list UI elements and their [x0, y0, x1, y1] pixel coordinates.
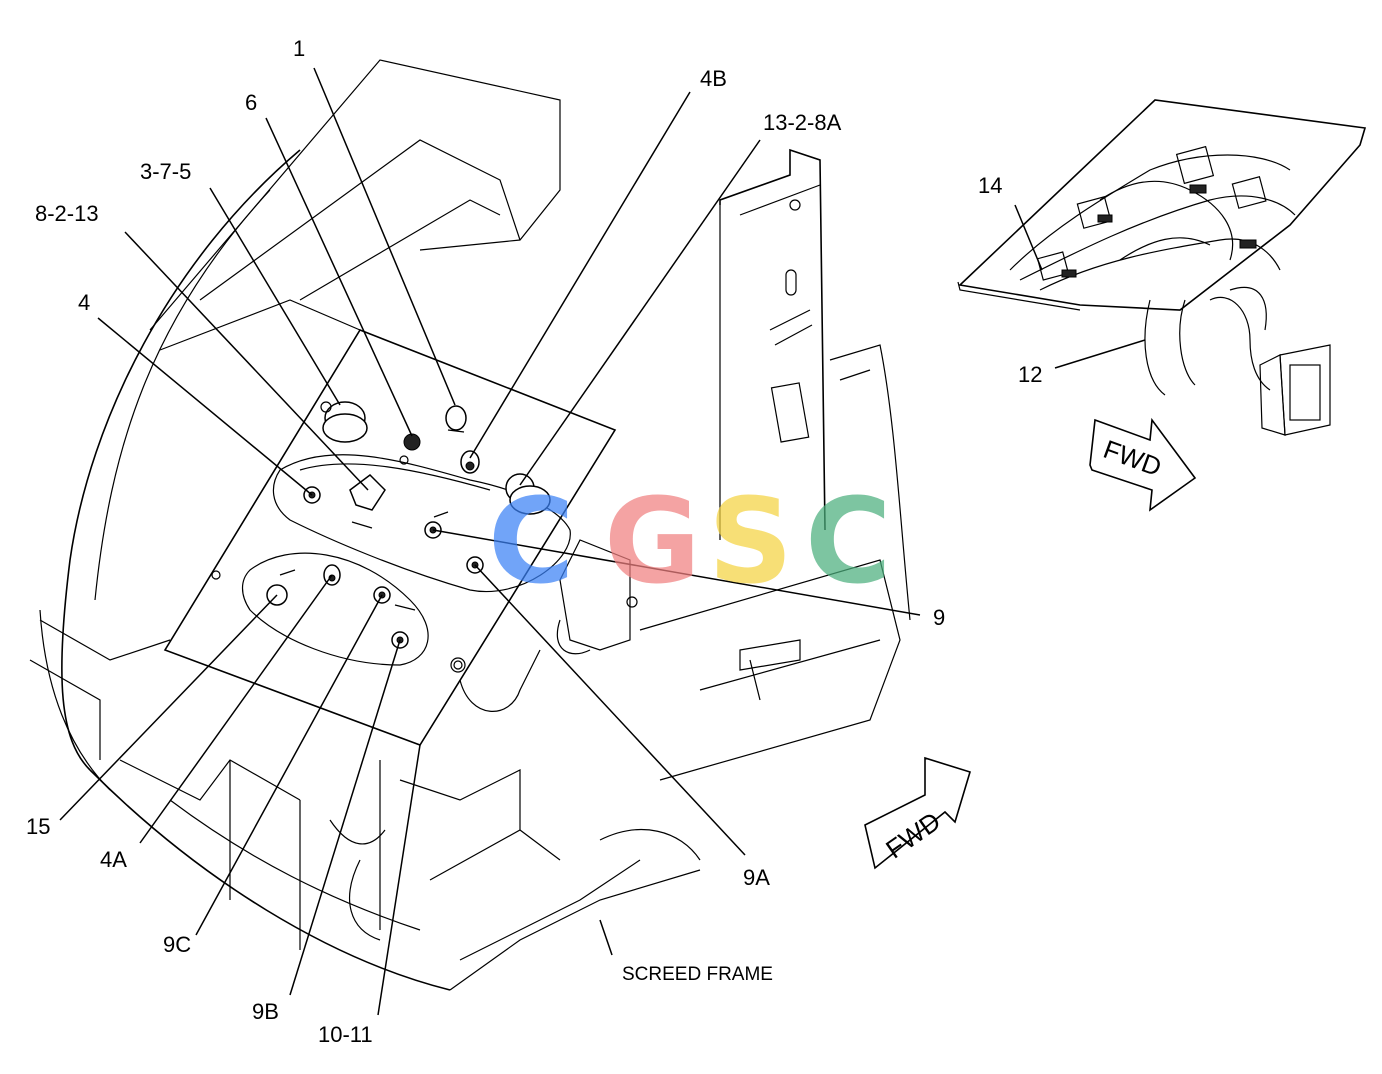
watermark-letter-1: C — [488, 472, 575, 610]
callout-4a: 4A — [100, 847, 127, 872]
fwd-arrow-inset: FWD — [1089, 417, 1197, 512]
callout-9c: 9C — [163, 932, 191, 957]
watermark-logo: C G S C — [488, 472, 892, 610]
leader-lines — [59, 67, 921, 1016]
screed-frame-label: SCREED FRAME — [622, 964, 773, 985]
rotary-8-2-13 — [349, 474, 386, 511]
watermark-letter-4: C — [805, 472, 892, 610]
watermark-letter-2: G — [604, 472, 701, 610]
callout-1: 1 — [293, 36, 305, 61]
knob-6 — [403, 433, 421, 451]
callout-10-11: 10-11 — [318, 1022, 373, 1047]
callout-3-7-5: 3-7-5 — [140, 159, 191, 184]
callout-labels: 1 6 3-7-5 8-2-13 4 4B 13-2-8A 9 9A 15 4A… — [26, 36, 1042, 1047]
callout-9: 9 — [933, 605, 945, 630]
inset-harness — [957, 99, 1367, 436]
callout-6: 6 — [245, 90, 257, 115]
callout-9a: 9A — [743, 865, 770, 890]
callout-4b: 4B — [700, 66, 727, 91]
callout-15: 15 — [26, 814, 50, 839]
callout-12: 12 — [1018, 362, 1042, 387]
callout-4: 4 — [78, 290, 90, 315]
machine-body — [29, 59, 911, 991]
watermark-letter-3: S — [708, 472, 793, 610]
callout-13-2-8a: 13-2-8A — [763, 110, 842, 135]
fwd-arrow-main: FWD — [864, 756, 971, 870]
callout-8-2-13: 8-2-13 — [35, 201, 99, 226]
switch-1 — [445, 405, 467, 431]
callout-14: 14 — [978, 173, 1002, 198]
fwd-inset-label: FWD — [1100, 434, 1166, 482]
callout-9b: 9B — [252, 999, 279, 1024]
